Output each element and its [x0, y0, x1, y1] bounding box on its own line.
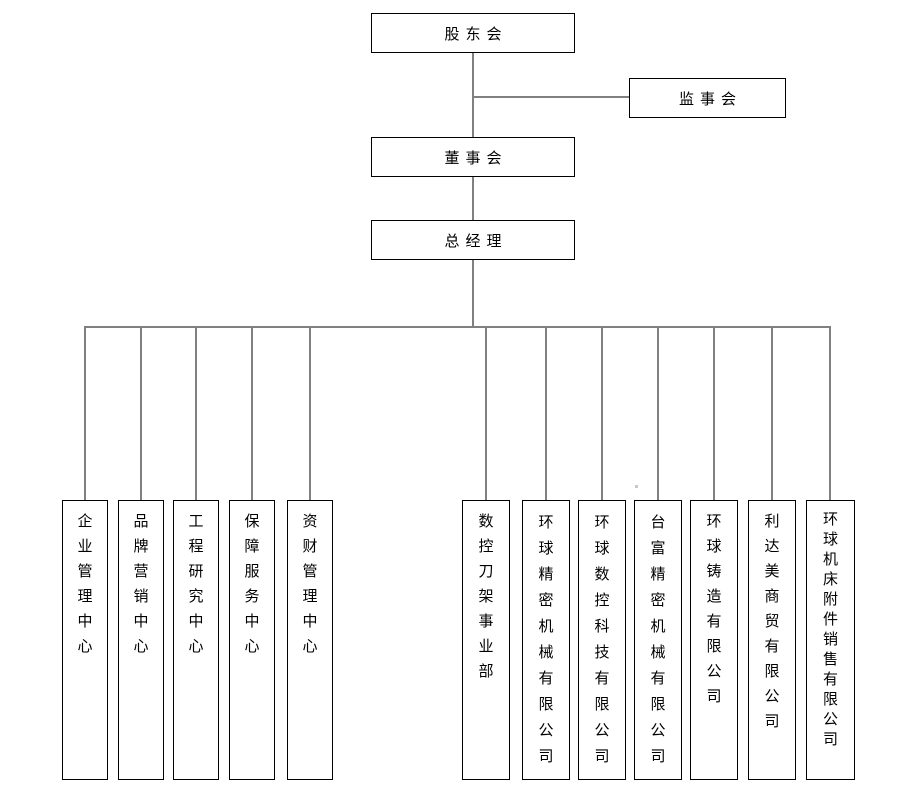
org-box-subsidiary-precision-machinery: 环球精密机械有限公司	[522, 500, 570, 780]
org-box-subsidiary-cnc-technology: 环球数控科技有限公司	[578, 500, 626, 780]
connector-drop-center-5	[309, 328, 311, 500]
stray-mark	[635, 485, 638, 488]
connector-drop-center-4	[251, 328, 253, 500]
org-box-center-asset-management: 资财管理中心	[287, 500, 333, 780]
connector-root-to-board	[472, 52, 474, 138]
org-box-center-support-service-label: 保障服务中心	[244, 514, 260, 655]
org-box-center-asset-management-label: 资财管理中心	[302, 514, 318, 655]
connector-drop-center-2	[140, 328, 142, 500]
org-box-shareholders-label: 股东会	[444, 26, 508, 43]
org-box-board-of-directors-label: 董事会	[444, 150, 508, 167]
connector-drop-center-3	[195, 328, 197, 500]
connector-drop-subsidiary-2	[545, 328, 547, 500]
org-box-general-manager-label: 总经理	[444, 233, 508, 250]
org-box-center-enterprise-management: 企业管理中心	[62, 500, 108, 780]
connector-drop-subsidiary-7	[829, 328, 831, 500]
connector-drop-subsidiary-1	[485, 328, 487, 500]
org-box-subsidiary-machine-tool-accessories: 环球机床附件销售有限公司	[806, 500, 855, 780]
org-box-subsidiary-precision-machinery-label: 环球精密机械有限公司	[538, 515, 554, 765]
connector-branch-supervisory	[473, 96, 629, 98]
connector-drop-subsidiary-6	[771, 328, 773, 500]
org-box-subsidiary-cnc-tool-holder-label: 数控刀架事业部	[478, 514, 494, 680]
org-box-supervisory-board-label: 监事会	[678, 91, 742, 108]
connector-drop-subsidiary-4	[657, 328, 659, 500]
org-box-subsidiary-lidamei-trading: 利达美商贸有限公司	[748, 500, 796, 780]
org-box-subsidiary-taifu-precision: 台富精密机械有限公司	[634, 500, 682, 780]
connector-drop-subsidiary-3	[601, 328, 603, 500]
connector-board-to-gm	[472, 177, 474, 221]
connector-drop-center-1	[84, 328, 86, 500]
org-box-subsidiary-machine-tool-accessories-label: 环球机床附件销售有限公司	[823, 512, 839, 748]
connector-bus-horizontal	[84, 326, 831, 328]
org-box-center-support-service: 保障服务中心	[229, 500, 275, 780]
org-box-shareholders: 股东会	[371, 13, 575, 53]
connector-drop-subsidiary-5	[713, 328, 715, 500]
org-box-center-engineering-research: 工程研究中心	[173, 500, 219, 780]
org-box-center-brand-marketing: 品牌营销中心	[118, 500, 164, 780]
org-box-board-of-directors: 董事会	[371, 137, 575, 177]
org-box-subsidiary-cnc-technology-label: 环球数控科技有限公司	[594, 515, 610, 765]
org-box-general-manager: 总经理	[371, 220, 575, 260]
org-box-subsidiary-lidamei-trading-label: 利达美商贸有限公司	[764, 514, 780, 730]
org-box-supervisory-board: 监事会	[629, 78, 786, 118]
org-box-subsidiary-cnc-tool-holder: 数控刀架事业部	[462, 500, 510, 780]
org-box-center-brand-marketing-label: 品牌营销中心	[133, 514, 149, 655]
org-box-subsidiary-taifu-precision-label: 台富精密机械有限公司	[650, 515, 666, 765]
org-box-subsidiary-casting-label: 环球铸造有限公司	[706, 514, 722, 705]
connector-gm-to-bus	[472, 260, 474, 328]
org-box-subsidiary-casting: 环球铸造有限公司	[690, 500, 738, 780]
org-box-center-engineering-research-label: 工程研究中心	[188, 514, 204, 655]
org-box-center-enterprise-management-label: 企业管理中心	[77, 514, 93, 655]
